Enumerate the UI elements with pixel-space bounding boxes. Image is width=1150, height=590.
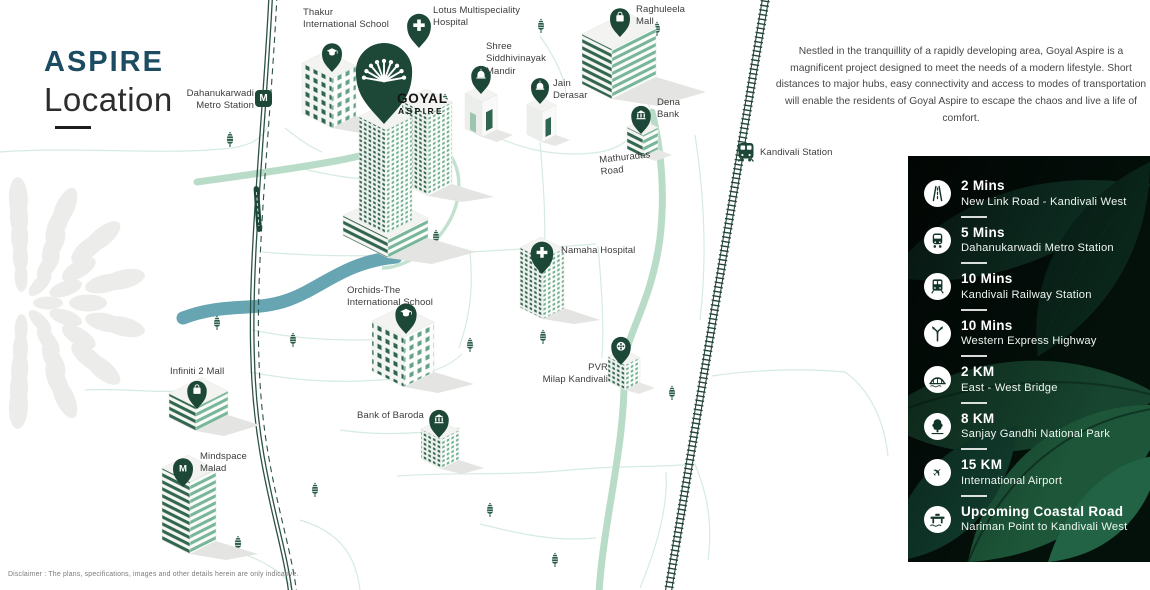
title-underline xyxy=(55,126,91,129)
river xyxy=(176,250,403,325)
distance-item: 5 Mins Dahanukarwadi Metro Station xyxy=(924,225,1142,272)
distance-place: International Airport xyxy=(961,474,1063,487)
railway-line xyxy=(664,0,770,590)
label-mindspace-malad: Mindspace Malad xyxy=(200,451,247,475)
brand-name: ASPIRE xyxy=(44,46,164,78)
distance-time: Upcoming Coastal Road xyxy=(961,503,1124,519)
railway-station-icon xyxy=(738,143,754,162)
distance-time: 15 KM xyxy=(961,457,1003,472)
temple-pin xyxy=(471,65,491,94)
distance-place: Sanjay Gandhi National Park xyxy=(961,428,1111,440)
svg-text:✈: ✈ xyxy=(929,464,946,481)
distance-time: 8 KM xyxy=(961,410,995,426)
distance-place: Western Express Highway xyxy=(961,335,1097,347)
school-pin xyxy=(322,43,342,72)
building-siddhivinayak-mandir xyxy=(464,85,513,142)
svg-text:M: M xyxy=(179,463,187,474)
coastal-road-icon xyxy=(924,505,951,533)
distance-item: 10 Mins Western Express Highway xyxy=(924,318,1142,365)
distance-item: 2 KM East - West Bridge xyxy=(924,364,1142,411)
bank-pin-baroda xyxy=(429,409,449,438)
airplane-icon: ✈ xyxy=(924,459,951,486)
project-label: GOYAL ASPIRE xyxy=(397,91,448,116)
bridge-icon xyxy=(924,366,951,393)
separator xyxy=(961,355,987,357)
national-park-icon xyxy=(924,412,951,440)
page-title: Location xyxy=(44,81,173,118)
mindspace-pin: M xyxy=(173,458,193,487)
distance-time: 10 Mins xyxy=(961,271,1013,286)
label-raghuleela-mall: Raghuleela Mall xyxy=(636,4,686,28)
distance-time: 5 Mins xyxy=(961,224,1005,240)
intro-paragraph: Nestled in the tranquillity of a rapidly… xyxy=(775,46,1147,124)
school-pin-orchids xyxy=(395,303,417,334)
goyal-aspire-pin xyxy=(355,43,413,124)
label-dahanukarwadi: Dahanukarwadi Metro Station xyxy=(186,88,254,112)
distance-time: 2 Mins xyxy=(961,178,1005,193)
label-lotus-hospital: Lotus Multispeciality Hospital xyxy=(433,5,521,29)
building-thakur-school xyxy=(301,50,388,133)
label-thakur-school: Thakur International School xyxy=(303,7,389,31)
distance-list: 2 Mins New Link Road - Kandivali West 5 … xyxy=(908,156,1150,533)
tropical-leaves-background xyxy=(908,156,1150,562)
distance-place: East - West Bridge xyxy=(961,381,1058,394)
metro-train xyxy=(253,186,262,232)
separator xyxy=(961,308,987,311)
separator xyxy=(961,448,987,450)
hospital-pin-namaha xyxy=(530,241,554,274)
label-dena-bank: Dena Bank xyxy=(657,97,681,121)
building-jain-derasar xyxy=(526,97,570,146)
distance-place: Dahanukarwadi Metro Station xyxy=(961,242,1114,254)
derasar-pin xyxy=(531,78,549,104)
distance-place: Nariman Point to Kandivali West xyxy=(961,521,1128,533)
metro-station-badge: M xyxy=(255,90,272,107)
map-pins: M xyxy=(173,8,651,487)
building-infiniti-mall xyxy=(168,377,260,436)
title-block: ASPIRE Location xyxy=(44,46,173,129)
project-name: GOYAL xyxy=(397,91,448,106)
label-orchids-school: Orchids-The International School xyxy=(347,285,433,309)
label-pvr: PVR Milap Kandivali xyxy=(542,362,608,386)
separator xyxy=(961,215,987,218)
label-bank-of-baroda: Bank of Baroda xyxy=(357,410,424,421)
label-namaha-hospital: Namaha Hospital xyxy=(561,245,636,256)
distance-item: 10 Mins Kandivali Railway Station xyxy=(924,271,1142,318)
metro-icon xyxy=(924,226,951,254)
distance-item: Upcoming Coastal Road Nariman Point to K… xyxy=(924,503,1142,533)
distance-place: New Link Road - Kandivali West xyxy=(961,195,1127,208)
distance-time: 2 KM xyxy=(961,364,995,379)
distance-item: 8 KM Sanjay Gandhi National Park xyxy=(924,411,1142,458)
disclaimer-text: Disclaimer : The plans, specifications, … xyxy=(8,571,299,578)
train-icon xyxy=(924,273,951,300)
mall-pin xyxy=(610,8,630,37)
label-infiniti-mall: Infiniti 2 Mall xyxy=(170,366,225,377)
highway-junction-icon xyxy=(924,319,951,347)
cinema-pin xyxy=(611,336,631,365)
loop-road xyxy=(381,138,461,270)
label-siddhivinayak-mandir: Shree Siddhivinayak Mandir xyxy=(486,41,546,77)
highway-icon xyxy=(924,180,951,207)
distances-panel: 2 Mins New Link Road - Kandivali West 5 … xyxy=(908,156,1150,562)
separator xyxy=(961,494,987,497)
separator xyxy=(961,262,987,264)
leaf-rosette-decoration xyxy=(8,177,145,429)
distance-time: 10 Mins xyxy=(961,317,1013,333)
label-kandivali-station: Kandivali Station xyxy=(760,147,833,158)
project-subname: ASPIRE xyxy=(398,106,445,116)
separator xyxy=(961,401,987,404)
mall-pin-infiniti xyxy=(187,380,207,409)
distance-item: ✈ 15 KM International Airport xyxy=(924,457,1142,504)
building-goyal-aspire xyxy=(342,103,476,264)
label-jain-derasar: Jain Derasar xyxy=(553,78,588,102)
hospital-pin xyxy=(407,13,431,49)
building-bank-of-baroda xyxy=(420,419,484,474)
distance-item: 2 Mins New Link Road - Kandivali West xyxy=(924,178,1142,225)
bank-pin xyxy=(631,105,651,134)
distance-place: Kandivali Railway Station xyxy=(961,288,1092,301)
